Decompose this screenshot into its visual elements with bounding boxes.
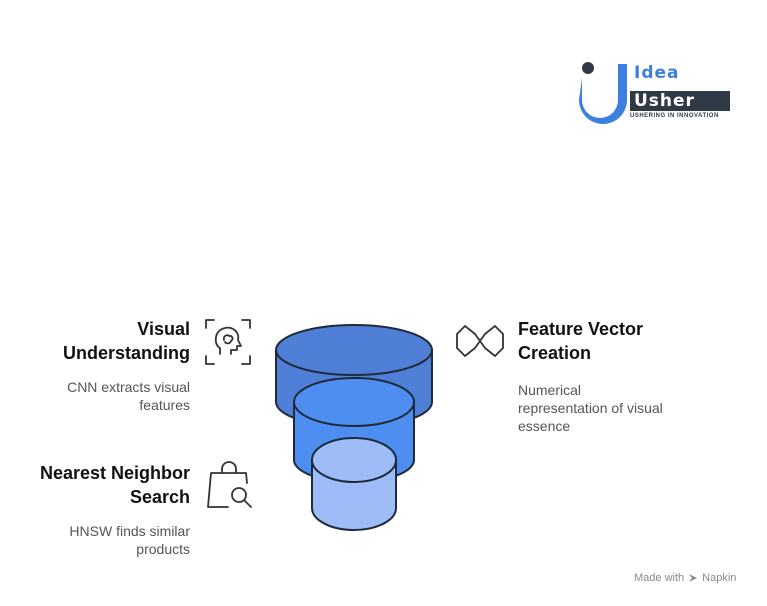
- footer-brand: Napkin: [702, 572, 737, 584]
- logo-word-usher: Usher: [634, 91, 695, 111]
- step-visual-understanding-desc: CNN extracts visual features: [67, 379, 190, 413]
- funnel-diagram: [275, 324, 433, 531]
- funnel-tier-3: [311, 437, 397, 531]
- logo-mark-icon: [579, 62, 730, 124]
- logo-word-idea: Idea: [634, 63, 680, 83]
- step-feature-vector-title: Feature Vector Creation: [518, 319, 644, 363]
- footer-made-with-napkin[interactable]: Made with Napkin: [634, 572, 736, 584]
- step-visual-understanding-title: Visual Understanding: [62, 319, 190, 363]
- napkin-icon: [689, 574, 698, 582]
- step-nearest-neighbor-desc: HNSW finds similar products: [69, 523, 190, 557]
- brain-head-scan-icon: [205, 319, 251, 365]
- infinity-vector-icon: [456, 325, 504, 357]
- step-feature-vector-desc: Numerical representation of visual essen…: [518, 382, 663, 434]
- idea-usher-logo: Idea Usher USHERING IN INNOVATION: [578, 58, 734, 124]
- logo-tagline: USHERING IN INNOVATION: [630, 113, 719, 119]
- shopping-bag-search-icon: [207, 461, 252, 508]
- footer-text: Made with: [634, 572, 685, 584]
- step-nearest-neighbor-title: Nearest Neighbor Search: [39, 463, 190, 507]
